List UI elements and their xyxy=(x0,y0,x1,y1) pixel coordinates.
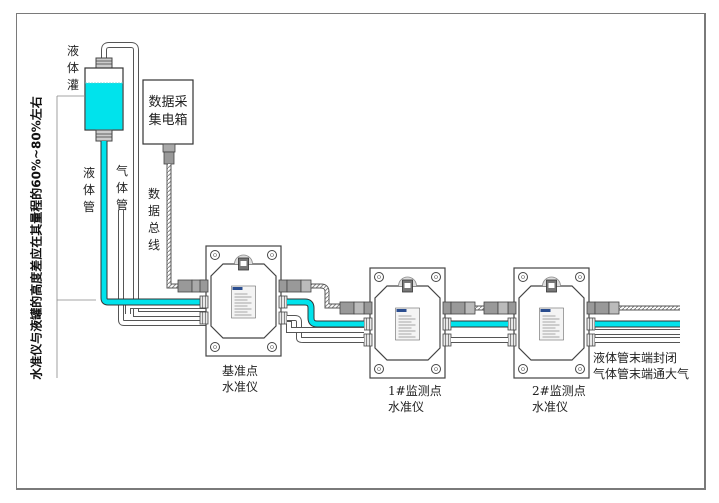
white-pipe-lower xyxy=(118,210,209,326)
instrument-links xyxy=(286,279,680,343)
right-fitting xyxy=(278,279,288,293)
cable-connector xyxy=(450,301,466,315)
instrument-label-reference: 基准点 水准仪 xyxy=(222,363,258,395)
monitor-2-line1: 2#监测点 xyxy=(532,384,586,398)
instrument-label-monitor-1: 1#监测点 水准仪 xyxy=(388,383,442,415)
left-fitting xyxy=(507,317,517,331)
data-box-label: 数据采 集电箱 xyxy=(143,94,193,130)
data-box-label-line1: 数据采 xyxy=(148,95,188,110)
right-fitting xyxy=(442,333,452,347)
monitor-1-line2: 水准仪 xyxy=(388,400,425,414)
data-box-label-line2: 集电箱 xyxy=(148,113,188,128)
liquid-tank xyxy=(84,57,124,142)
instrument-monitor-1 xyxy=(363,267,452,379)
right-fitting xyxy=(442,301,452,315)
nameplate xyxy=(395,307,420,341)
height-note: 水准仪与液罐的高度差应在其量程的60%~80%左右 xyxy=(29,96,44,380)
data-box xyxy=(142,79,194,165)
monitor-1-line1: 1#监测点 xyxy=(388,384,442,398)
gas-pipe-label: 气体管 xyxy=(115,164,128,212)
gas-pipe-loop xyxy=(101,42,209,317)
cable-connector xyxy=(594,301,610,315)
cable-connector xyxy=(286,279,302,293)
end-note-liquid: 液体管末端封闭 xyxy=(593,351,678,365)
nameplate xyxy=(231,285,256,319)
cable-connector xyxy=(483,301,499,315)
left-fitting xyxy=(199,295,209,309)
cable-connector xyxy=(339,301,355,315)
left-fitting xyxy=(363,333,373,347)
left-fitting xyxy=(507,333,517,347)
instrument-monitor-2 xyxy=(507,267,596,379)
left-fitting xyxy=(363,317,373,331)
end-note-gas: 气体管末端通大气 xyxy=(593,367,690,381)
nameplate xyxy=(539,307,564,341)
left-fitting xyxy=(507,301,517,315)
instrument-label-monitor-2: 2#监测点 水准仪 xyxy=(532,383,586,415)
reference-line1: 基准点 xyxy=(222,364,259,378)
diagram-frame xyxy=(16,13,706,490)
instrument-reference xyxy=(199,245,288,357)
data-bus-cable xyxy=(166,164,205,293)
left-fitting xyxy=(199,311,209,325)
right-fitting xyxy=(278,311,288,325)
data-bus-label: 数据总线 xyxy=(147,187,160,252)
instruments-group xyxy=(199,245,596,379)
right-fitting xyxy=(586,301,596,315)
left-fitting xyxy=(199,279,209,293)
right-fitting xyxy=(442,317,452,331)
end-note: 液体管末端封闭 气体管末端通大气 xyxy=(593,350,689,382)
monitor-2-line2: 水准仪 xyxy=(532,400,569,414)
height-bracket xyxy=(56,95,96,378)
right-fitting xyxy=(586,317,596,331)
nameplate-logo xyxy=(232,287,243,290)
nameplate-logo xyxy=(540,309,551,312)
liquid-pipe xyxy=(100,141,205,306)
left-fitting xyxy=(363,301,373,315)
nameplate-logo xyxy=(396,309,407,312)
right-fitting xyxy=(586,333,596,347)
reference-line2: 水准仪 xyxy=(222,380,259,394)
liquid-pipe-label: 液体管 xyxy=(82,166,95,214)
right-fitting xyxy=(278,295,288,309)
liquid-tank-label: 液体灌 xyxy=(66,44,79,92)
